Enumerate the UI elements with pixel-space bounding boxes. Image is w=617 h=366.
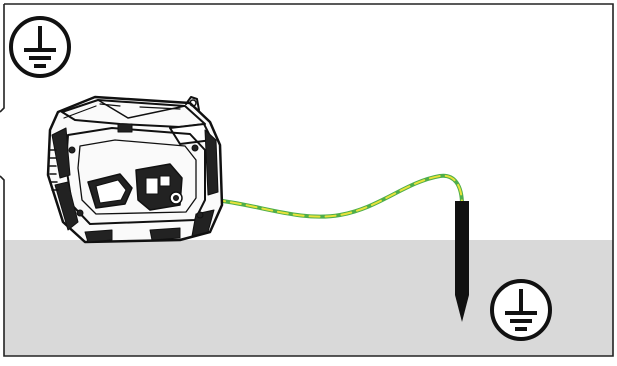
frame-border (0, 3, 614, 357)
ground-cable (213, 173, 464, 219)
ground-rod (455, 201, 469, 322)
ground-symbol-icon (9, 16, 71, 78)
ground-symbol-icon (490, 279, 552, 341)
power-device (46, 95, 224, 244)
